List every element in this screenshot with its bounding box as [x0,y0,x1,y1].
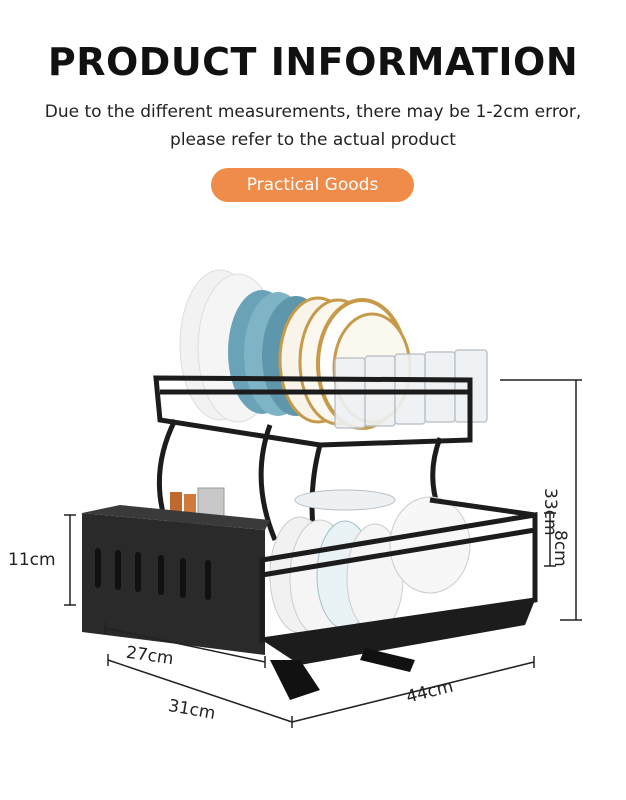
caddy-height-label: 11cm [8,550,56,570]
total-height-label: 33cm [540,488,560,536]
lower-height-label: 8cm [550,530,570,567]
disclaimer-text: Due to the different measurements, there… [0,98,626,154]
utensil-caddy [82,487,270,655]
dimension-lines [64,379,582,728]
disclaimer-line-2: please refer to the actual product [170,130,456,150]
disclaimer-line-1: Due to the different measurements, there… [44,102,582,122]
drip-tray [262,600,535,700]
glasses [334,349,488,429]
page-title: PRODUCT INFORMATION [47,40,579,84]
practical-goods-badge: Practical Goods [211,168,414,202]
